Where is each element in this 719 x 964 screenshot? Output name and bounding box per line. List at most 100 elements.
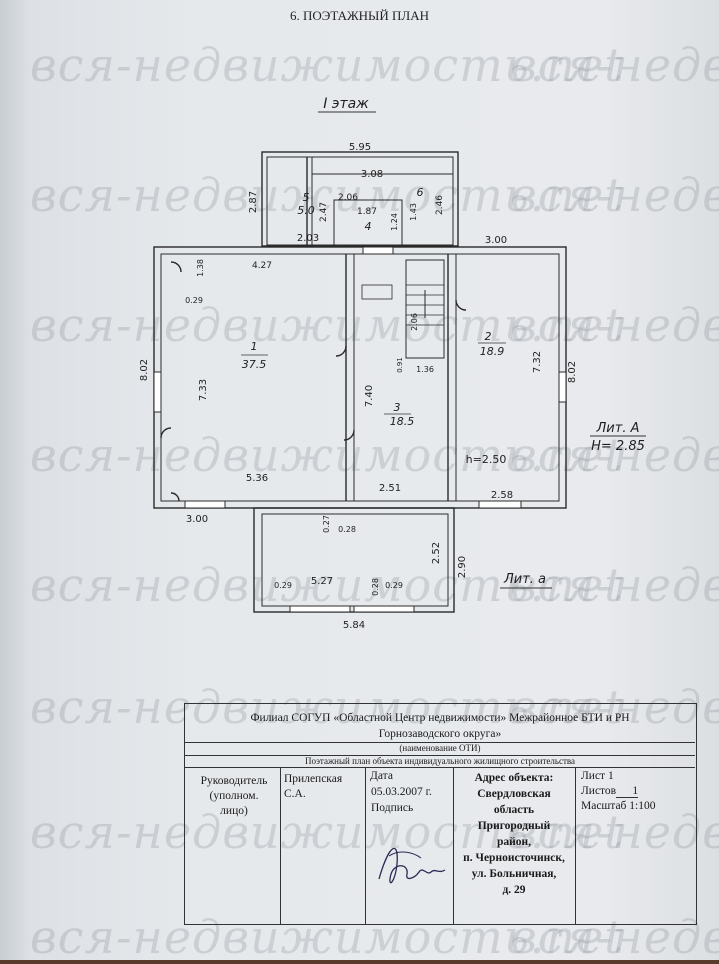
address-line: д. 29 <box>502 884 526 896</box>
room-height: h=2.50 <box>466 453 507 466</box>
dim-label: 1.43 <box>409 203 418 221</box>
address-line: район, <box>496 836 532 848</box>
address-line: Адрес объекта: <box>474 772 554 784</box>
window <box>362 246 394 255</box>
dim-label: 0.29 <box>385 581 403 590</box>
sheets-value: 1 <box>616 785 639 798</box>
window <box>153 371 162 413</box>
door-arc <box>455 299 467 311</box>
room-number: 6 <box>417 186 424 199</box>
address-line: Пригородный <box>477 820 551 832</box>
dim-label: 2.87 <box>248 191 259 213</box>
sheet-number: Лист 1 <box>581 770 614 782</box>
dim-label: 2.58 <box>491 490 513 501</box>
watermark: вся-недвижимость.net <box>510 168 719 222</box>
person-line: Прилепская <box>284 773 343 785</box>
dim-label: 2.03 <box>297 233 319 244</box>
door-arc <box>335 345 347 357</box>
dim-label: 2.06 <box>338 193 358 203</box>
floor-label: I этаж <box>323 96 369 112</box>
dim-label: 3.00 <box>485 235 507 246</box>
org-line-2: Горнозаводского округа» <box>378 728 502 740</box>
role-line: лицо) <box>220 805 248 817</box>
room-number: 4 <box>365 220 372 233</box>
room-number: 5 <box>303 191 310 204</box>
window <box>289 605 351 613</box>
stair-outline <box>405 259 445 359</box>
watermark: вся-недвижимость.net <box>30 680 624 734</box>
annex-outline <box>261 151 459 247</box>
dim-label: 7.40 <box>364 385 375 407</box>
room-number: 3 <box>394 401 401 414</box>
door-arc <box>160 427 172 439</box>
room-area: 37.5 <box>242 358 267 371</box>
watermark: вся-недвижимость.net <box>510 428 719 482</box>
title-block: Филиал СОГУП «Областной Центр недвижимос… <box>184 703 697 925</box>
veranda-outline <box>253 507 455 613</box>
signature <box>378 847 446 884</box>
dim-label: 0.91 <box>396 357 404 373</box>
house-outline <box>153 246 567 509</box>
watermark: вся-недвижимость.net <box>30 805 624 859</box>
watermark: вся-недвижимость.net <box>510 558 719 612</box>
address-line: Свердловская <box>477 788 551 800</box>
room-area: 18.9 <box>480 345 505 358</box>
dim-label: 3.00 <box>186 514 208 525</box>
dim-label: 0.28 <box>371 578 380 596</box>
dim-label: 8.02 <box>139 359 150 381</box>
role-line: Руководитель <box>200 775 268 787</box>
scale: Масштаб 1:100 <box>581 800 656 812</box>
dim-label: 7.33 <box>198 379 209 401</box>
watermark: вся-недвижимость.net <box>30 558 624 612</box>
date-label: Дата <box>370 770 393 782</box>
dim-label: 1.24 <box>390 213 399 231</box>
dim-label: 0.29 <box>185 296 203 305</box>
room-number: 2 <box>485 330 492 343</box>
room-number: 1 <box>251 340 258 353</box>
org-caption: (наименование ОТИ) <box>399 743 481 753</box>
door-arc <box>170 261 182 273</box>
watermark: вся-недвижимость.net <box>30 38 624 92</box>
dim-label: 2.46 <box>435 195 445 215</box>
stair-lower <box>361 284 393 300</box>
lit-a-small-label: Лит. а <box>503 572 546 587</box>
dim-label: 0.29 <box>274 581 292 590</box>
dim-label: 8.02 <box>567 361 578 383</box>
watermark: вся-недвижимость.net <box>30 168 624 222</box>
watermark: вся-недвижимость.net <box>510 38 719 92</box>
dim-label: 2.06 <box>410 313 419 331</box>
dim-label: 2.52 <box>431 542 442 564</box>
lit-a-label: Лит. А <box>596 421 640 436</box>
door-arc <box>343 429 355 441</box>
address-line: область <box>493 804 535 816</box>
watermark: вся-недвижимость.net <box>510 680 719 734</box>
dim-label: 2.90 <box>457 556 468 578</box>
date-value: 05.03.2007 г. <box>371 786 432 798</box>
window <box>184 500 226 509</box>
window <box>353 605 415 613</box>
signature-label: Подпись <box>371 802 414 814</box>
dim-label: 2.51 <box>379 483 401 494</box>
org-line-1: Филиал СОГУП «Областной Центр недвижимос… <box>250 712 630 724</box>
door-arc <box>170 492 180 502</box>
floor-plan: I этаж 5.95 3.08 2.87 2.47 2.06 1.87 1.2… <box>139 96 646 631</box>
dim-label: 5.36 <box>246 473 268 484</box>
watermark: вся-недвижимость.net <box>510 910 719 964</box>
room-area: 18.5 <box>390 415 415 428</box>
dim-label: 2.47 <box>319 202 329 222</box>
person-name: Прилепская С.А. <box>284 772 364 802</box>
sheets-label: Листов <box>581 785 617 797</box>
dim-label: 1.87 <box>357 207 377 217</box>
address-line: п. Черноисточинск, <box>463 852 565 864</box>
dim-label: 0.28 <box>338 525 356 534</box>
watermark: вся-недвижимость.net <box>510 805 719 859</box>
lit-a-height: Н= 2.85 <box>591 439 645 454</box>
watermark: вся-недвижимость.net <box>30 428 624 482</box>
watermark: вся-недвижимость.net <box>30 298 624 352</box>
role-label: Руководитель (уполном. лицо) <box>189 774 279 819</box>
dim-label: 7.32 <box>532 351 543 373</box>
dim-label: 0.27 <box>322 515 331 533</box>
dim-label: 5.27 <box>311 576 333 587</box>
